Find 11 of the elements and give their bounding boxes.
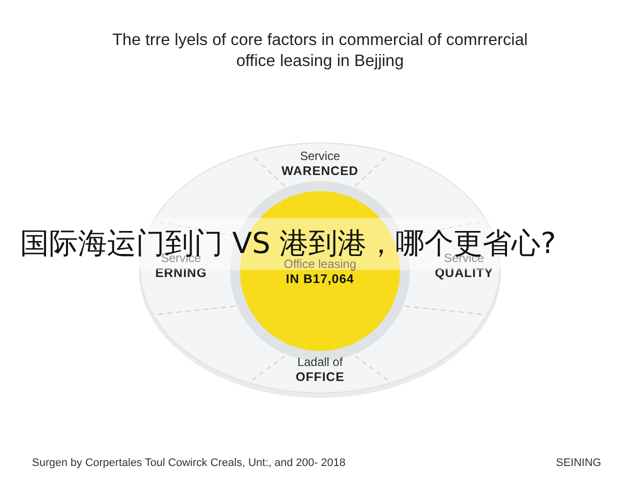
factor-heading: WARENCED bbox=[282, 164, 358, 179]
factor-heading: ERNING bbox=[155, 266, 207, 281]
title: The trre lyels of core factors in commercial of comrrercial office leasing in Bejjing bbox=[111, 30, 529, 72]
factor-heading: QUALITY bbox=[434, 266, 494, 281]
factor-label: Service bbox=[300, 149, 340, 164]
factor-heading: OFFICE bbox=[296, 370, 344, 385]
factor-label: Office leasing bbox=[284, 257, 356, 272]
source-note: Surgen by Corpertales Toul Cowirck Creals, Unt:, and 200- 2018 bbox=[32, 457, 346, 469]
footer-text: SEINING bbox=[556, 457, 602, 469]
factor-heading: IN B17,064 bbox=[286, 272, 354, 287]
factor-label: Ladall of bbox=[297, 355, 343, 370]
